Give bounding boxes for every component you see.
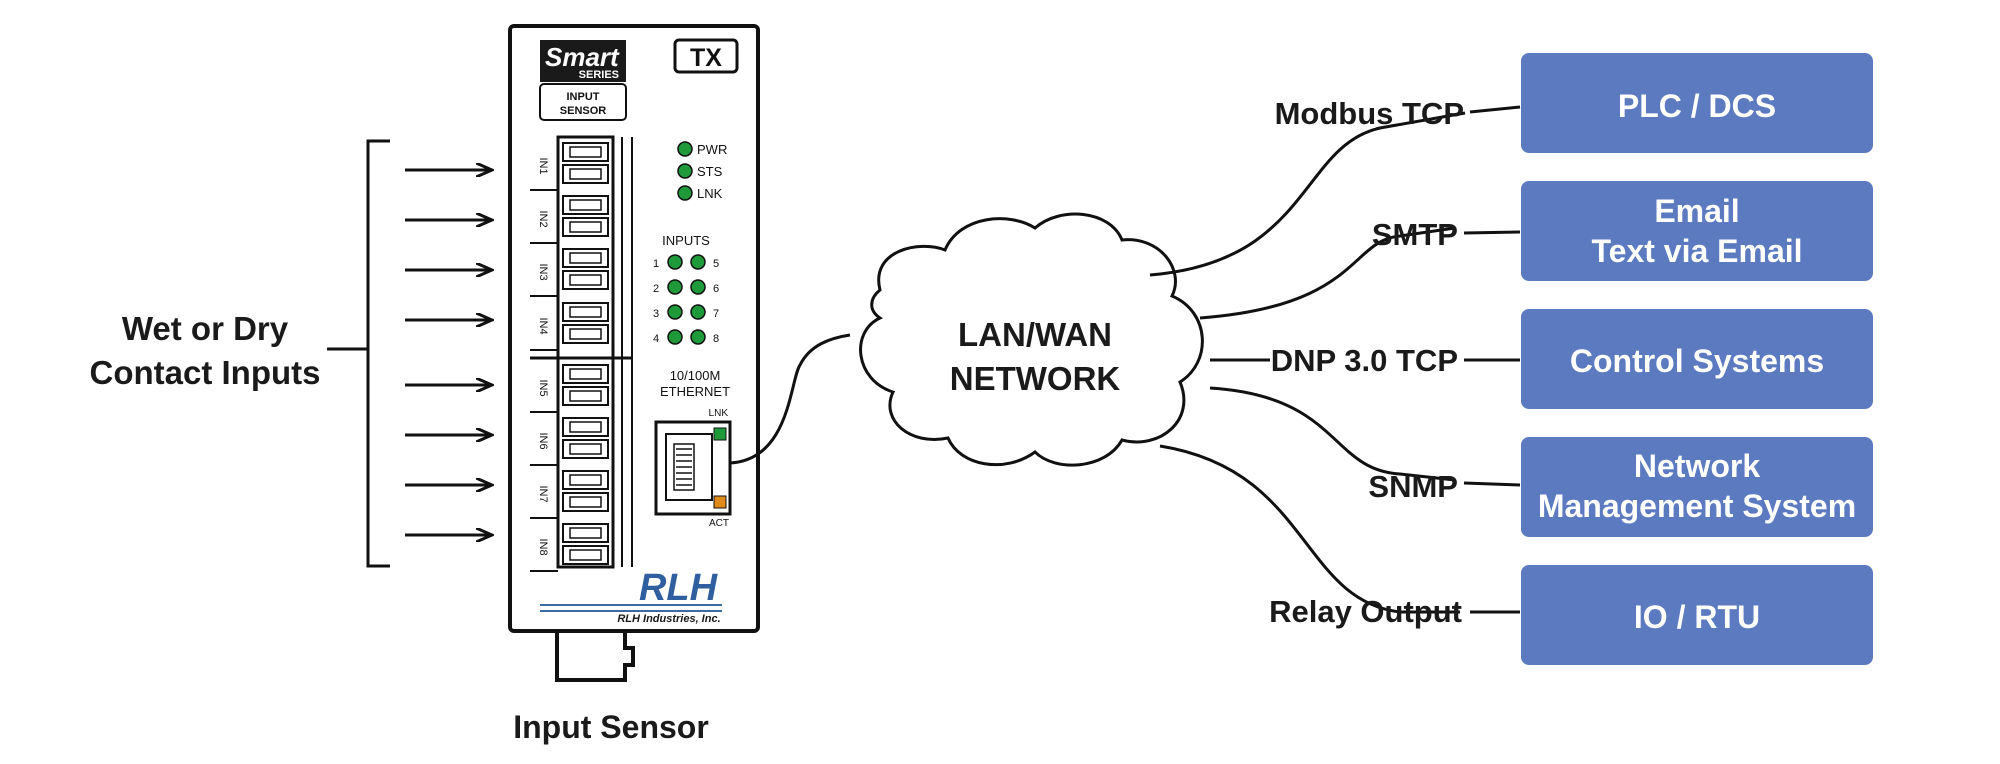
eth-lnk-label: LNK <box>709 408 729 419</box>
link-relay-output <box>1159 444 1460 614</box>
terminal-slot: IN4 <box>530 302 609 351</box>
input-led-number: 5 <box>713 258 719 270</box>
sts-label: STS <box>697 164 723 179</box>
input-led <box>690 304 706 320</box>
terminal-label: IN2 <box>537 210 549 227</box>
link-modbus-tcp <box>1149 111 1466 277</box>
input-led <box>690 279 706 295</box>
ethernet-line2: ETHERNET <box>660 384 730 399</box>
eth-act-label: ACT <box>709 518 729 529</box>
input-led-number: 8 <box>713 333 719 345</box>
terminal-slot: IN5 <box>530 364 609 413</box>
inputs-title: INPUTS <box>662 233 710 248</box>
input-led <box>667 304 683 320</box>
input-led <box>667 254 683 270</box>
terminal-slot: IN2 <box>530 195 609 244</box>
left-label-line2: Contact Inputs <box>90 354 321 391</box>
eth-act-led <box>713 495 727 509</box>
terminal-label: IN6 <box>537 432 549 449</box>
destination-email: Email Text via Email <box>1521 181 1873 281</box>
brand-series: SERIES <box>579 69 619 81</box>
model-plate <box>539 83 627 121</box>
lnk-label: LNK <box>697 186 723 201</box>
destination-label-line1: Email <box>1654 193 1739 229</box>
input-led <box>690 329 706 345</box>
rj45-port <box>654 420 732 516</box>
destination-label: IO / RTU <box>1634 599 1760 635</box>
link-snmp <box>1209 386 1456 482</box>
terminal-slot: IN8 <box>530 523 609 572</box>
destination-box <box>1521 181 1873 281</box>
protocol-modbus-tcp: Modbus TCP <box>1275 96 1464 131</box>
input-led <box>667 329 683 345</box>
cloud-line1: LAN/WAN <box>958 316 1112 353</box>
connector-snmp <box>1463 481 1521 487</box>
lan-wan-cloud <box>859 212 1204 467</box>
destination-box <box>1521 53 1873 153</box>
input-bracket <box>366 139 390 568</box>
din-mount-clip <box>555 633 635 682</box>
tx-badge <box>673 38 739 74</box>
protocol-snmp: SNMP <box>1368 469 1458 504</box>
input-led <box>690 254 706 270</box>
destination-label-line1: Network <box>1634 448 1760 484</box>
lnk-led <box>677 185 693 201</box>
input-led-number: 7 <box>713 308 719 320</box>
destination-label: Control Systems <box>1570 343 1824 379</box>
destination-nms: Network Management System <box>1521 437 1873 537</box>
input-led-number: 4 <box>653 333 659 345</box>
input-led-number: 6 <box>713 283 719 295</box>
model-line1: INPUT <box>567 91 600 103</box>
tx-badge-text: TX <box>690 44 722 72</box>
input-led-number: 2 <box>653 283 659 295</box>
company-name: RLH Industries, Inc. <box>617 613 720 625</box>
protocol-smtp: SMTP <box>1372 217 1458 252</box>
destination-label-line2: Text via Email <box>1591 233 1802 269</box>
destination-box <box>1521 437 1873 537</box>
connector-smtp <box>1463 230 1521 235</box>
destination-label: PLC / DCS <box>1618 88 1776 124</box>
left-label-line1: Wet or Dry <box>122 310 289 347</box>
rlh-logo-text: RLH <box>639 567 719 609</box>
device-caption: Input Sensor <box>513 709 709 745</box>
destination-control-systems: Control Systems <box>1521 309 1873 409</box>
terminal-label: IN1 <box>537 157 549 174</box>
destination-plc-dcs: PLC / DCS <box>1521 53 1873 153</box>
terminal-label: IN3 <box>537 263 549 280</box>
terminal-label: IN8 <box>537 538 549 555</box>
terminal-slot: IN1 <box>530 142 609 191</box>
brand-smart: Smart <box>545 42 620 72</box>
destination-box <box>1521 309 1873 409</box>
model-line2: SENSOR <box>560 105 607 117</box>
ethernet-line1: 10/100M <box>670 368 721 383</box>
destination-io-rtu: IO / RTU <box>1521 565 1873 665</box>
terminal-label: IN5 <box>537 379 549 396</box>
terminal-slot: IN3 <box>530 248 609 297</box>
destination-box <box>1521 565 1873 665</box>
destination-label-line2: Management System <box>1538 488 1856 524</box>
input-arrows <box>405 170 492 535</box>
terminal-label: IN4 <box>537 317 549 334</box>
cloud-line2: NETWORK <box>950 360 1121 397</box>
connector-modbus <box>1469 105 1521 114</box>
pwr-label: PWR <box>697 142 727 157</box>
terminal-label: IN7 <box>537 485 549 502</box>
sts-led <box>677 163 693 179</box>
terminal-slot: IN6 <box>530 417 609 466</box>
input-sensor-device: Smart SERIES INPUT SENSOR TX IN1IN2IN3IN… <box>508 24 760 682</box>
rlh-logo: RLH <box>540 567 722 612</box>
smart-series-logo <box>540 40 626 82</box>
link-smtp <box>1199 226 1456 320</box>
protocol-dnp: DNP 3.0 TCP <box>1271 343 1458 378</box>
ethernet-cable <box>729 333 851 465</box>
input-led-number: 1 <box>653 258 659 270</box>
pwr-led <box>677 141 693 157</box>
input-led-number: 3 <box>653 308 659 320</box>
input-led <box>667 279 683 295</box>
terminal-slot: IN7 <box>530 470 609 519</box>
protocol-relay-output: Relay Output <box>1269 594 1462 629</box>
eth-lnk-led <box>713 427 727 441</box>
